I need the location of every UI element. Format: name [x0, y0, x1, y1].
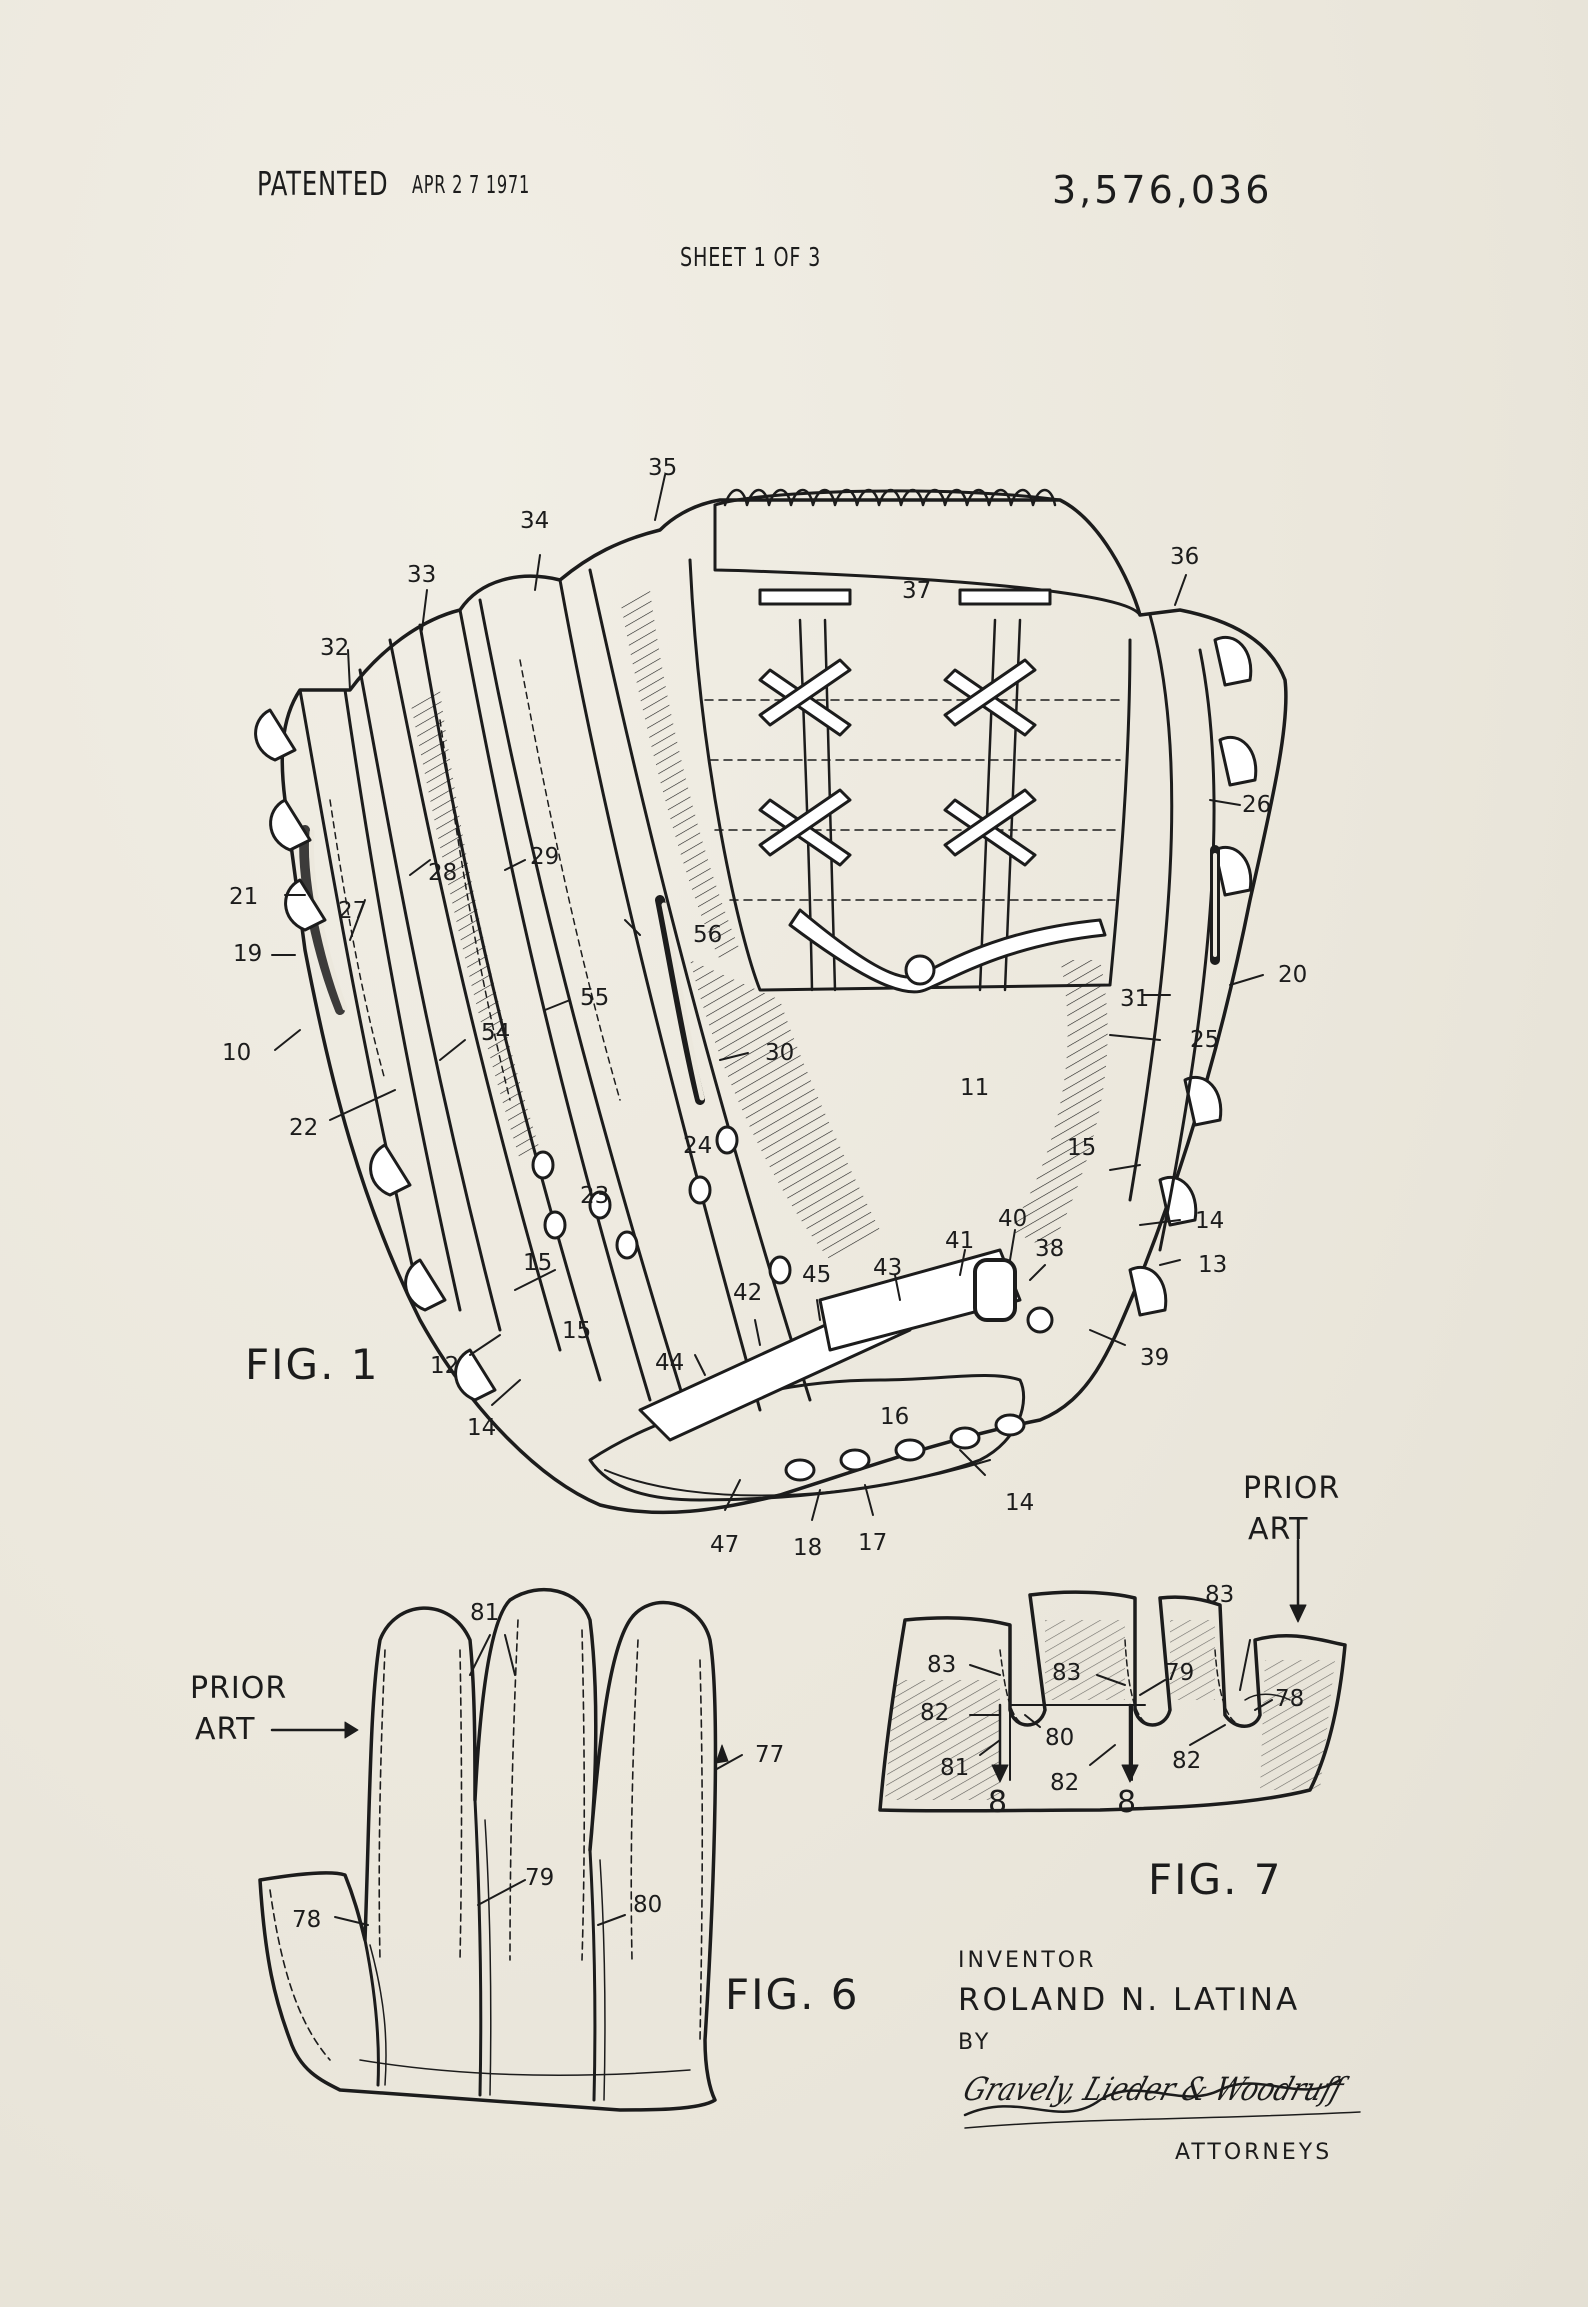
fig6-ref-4: 80: [633, 1892, 663, 1918]
fig7-ref-8: 82: [1050, 1770, 1080, 1796]
fig1-ref-24: 15: [1067, 1135, 1097, 1161]
fig1-ref-1: 34: [520, 508, 550, 534]
fig1-ref-25: 14: [1195, 1208, 1225, 1234]
fig1-ref-19: 24: [683, 1133, 713, 1159]
patented-label: PATENTED: [257, 164, 389, 203]
fig1-title: FIG. 1: [245, 1340, 380, 1389]
fig1-ref-29: 12: [430, 1353, 460, 1379]
fig1-ref-17: 30: [765, 1040, 795, 1066]
fig7-ref-1: 83: [927, 1652, 957, 1678]
fig1-ref-43: 17: [858, 1530, 888, 1556]
fig7-ref-5: 80: [1045, 1725, 1075, 1751]
fig6-ref-2: 79: [525, 1865, 555, 1891]
fig1-ref-9: 10: [222, 1040, 252, 1066]
fig1-ref-7: 21: [229, 884, 259, 910]
fig7-ref-9: 82: [1172, 1748, 1202, 1774]
fig1-ref-4: 37: [902, 578, 932, 604]
fig1-ref-41: 47: [710, 1532, 740, 1558]
fig7-prior-art-line2: ART: [1248, 1512, 1309, 1547]
patent-number: 3,576,036: [1052, 168, 1273, 212]
fig1-ref-33: 45: [802, 1262, 832, 1288]
fig1-ref-14: 56: [693, 922, 723, 948]
fig7-ref-10: 8: [988, 1785, 1008, 1820]
fig7-detail-drawing: [878, 1538, 1347, 1813]
fig1-ref-37: 38: [1035, 1236, 1065, 1262]
by-label: BY: [958, 2030, 992, 2055]
fig1-ref-27: 15: [523, 1250, 553, 1276]
fig1-ref-32: 42: [733, 1280, 763, 1306]
fig1-ref-36: 40: [998, 1206, 1028, 1232]
fig1-ref-5: 36: [1170, 544, 1200, 570]
attorneys-label: ATTORNEYS: [1175, 2140, 1333, 2165]
inventor-heading: INVENTOR: [958, 1948, 1097, 1973]
fig1-ref-38: 39: [1140, 1345, 1170, 1371]
attorney-signature: Gravely, Lieder & Woodruff: [958, 2070, 1349, 2108]
fig7-ref-7: 81: [940, 1755, 970, 1781]
fig1-ref-8: 19: [233, 941, 263, 967]
fig1-ref-10: 22: [289, 1115, 319, 1141]
fig1-ref-21: 20: [1278, 962, 1308, 988]
fig7-ref-4: 82: [920, 1700, 950, 1726]
fig7-prior-art-line1: PRIOR: [1243, 1471, 1341, 1506]
fig1-ref-0: 35: [648, 455, 678, 481]
fig7-ref-3: 79: [1165, 1660, 1195, 1686]
fig1-ref-34: 43: [873, 1255, 903, 1281]
fig1-ref-26: 13: [1198, 1252, 1228, 1278]
fig1-glove-drawing: [254, 474, 1288, 1521]
fig6-prior-art-line2: ART: [195, 1712, 256, 1747]
fig1-ref-22: 31: [1120, 986, 1150, 1012]
fig1-ref-12: 28: [428, 860, 458, 886]
fig1-ref-31: 44: [655, 1350, 685, 1376]
fig6-ref-1: 77: [755, 1742, 785, 1768]
fig7-ref-2: 83: [1052, 1660, 1082, 1686]
fig7-ref-11: 8: [1117, 1785, 1137, 1820]
inventor-name: ROLAND N. LATINA: [958, 1982, 1301, 2018]
fig1-ref-39: 16: [880, 1404, 910, 1430]
fig7-ref-0: 83: [1205, 1582, 1235, 1608]
fig1-ref-40: 14: [1005, 1490, 1035, 1516]
fig1-ref-30: 14: [467, 1415, 497, 1441]
fig7-ref-6: 78: [1275, 1686, 1305, 1712]
patent-date: APR 2 7 1971: [412, 170, 530, 199]
fig6-ref-3: 78: [292, 1907, 322, 1933]
fig1-ref-20: 23: [580, 1183, 610, 1209]
fig1-ref-42: 18: [793, 1535, 823, 1561]
fig6-glove-drawing: [258, 1587, 743, 2112]
fig1-ref-15: 55: [580, 985, 610, 1011]
fig1-ref-13: 29: [530, 844, 560, 870]
fig1-ref-3: 32: [320, 635, 350, 661]
fig1-ref-28: 15: [562, 1318, 592, 1344]
fig7-title: FIG. 7: [1148, 1855, 1283, 1904]
fig6-ref-0: 81: [470, 1600, 500, 1626]
fig1-ref-18: 11: [960, 1075, 990, 1101]
fig1-ref-23: 25: [1190, 1027, 1220, 1053]
fig6-prior-art-line1: PRIOR: [190, 1671, 288, 1706]
fig1-ref-6: 26: [1242, 792, 1272, 818]
fig1-ref-11: 27: [338, 898, 368, 924]
fig1-ref-35: 41: [945, 1228, 975, 1254]
fig6-title: FIG. 6: [725, 1970, 860, 2019]
fig1-ref-2: 33: [407, 562, 437, 588]
sheet-label: SHEET 1 OF 3: [680, 243, 822, 273]
fig1-ref-16: 54: [481, 1020, 511, 1046]
